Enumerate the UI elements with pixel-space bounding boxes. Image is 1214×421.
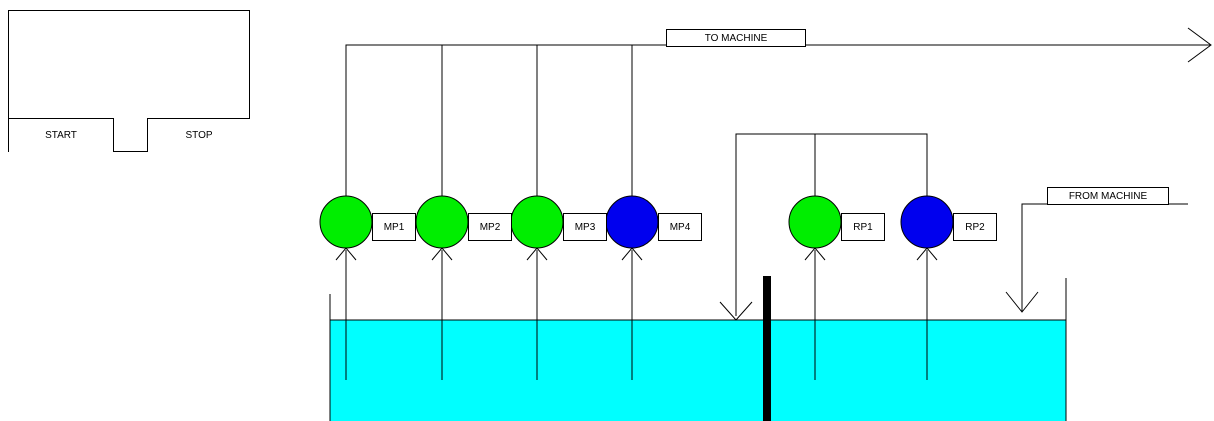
pump-label-mp1: MP1 [372,213,416,241]
tank-divider [763,276,771,421]
pump-mp3[interactable] [510,195,564,249]
pump-mp1[interactable] [319,195,373,249]
pump-label-rp1: RP1 [841,213,885,241]
pump-mp4[interactable] [605,195,659,249]
start-button[interactable]: START [9,118,114,152]
to-machine-pipe [345,44,1210,196]
return-pipe [735,133,928,316]
from-machine-arrow [1005,291,1039,313]
pump-rp1[interactable] [788,195,842,249]
from-machine-label: FROM MACHINE [1047,187,1169,205]
pump-label-mp2: MP2 [468,213,512,241]
pump-label-mp3: MP3 [563,213,607,241]
pump-label-rp2: RP2 [953,213,997,241]
control-panel: START STOP [8,10,250,152]
to-machine-label: TO MACHINE [666,29,806,47]
return-arrow [719,301,753,321]
pump-rp2[interactable] [900,195,954,249]
from-machine-pipe [1021,203,1188,312]
pump-label-mp4: MP4 [658,213,702,241]
tank-fluid [330,320,1066,421]
stop-button[interactable]: STOP [147,118,250,152]
to-machine-arrow [1187,27,1212,63]
pump-mp2[interactable] [415,195,469,249]
